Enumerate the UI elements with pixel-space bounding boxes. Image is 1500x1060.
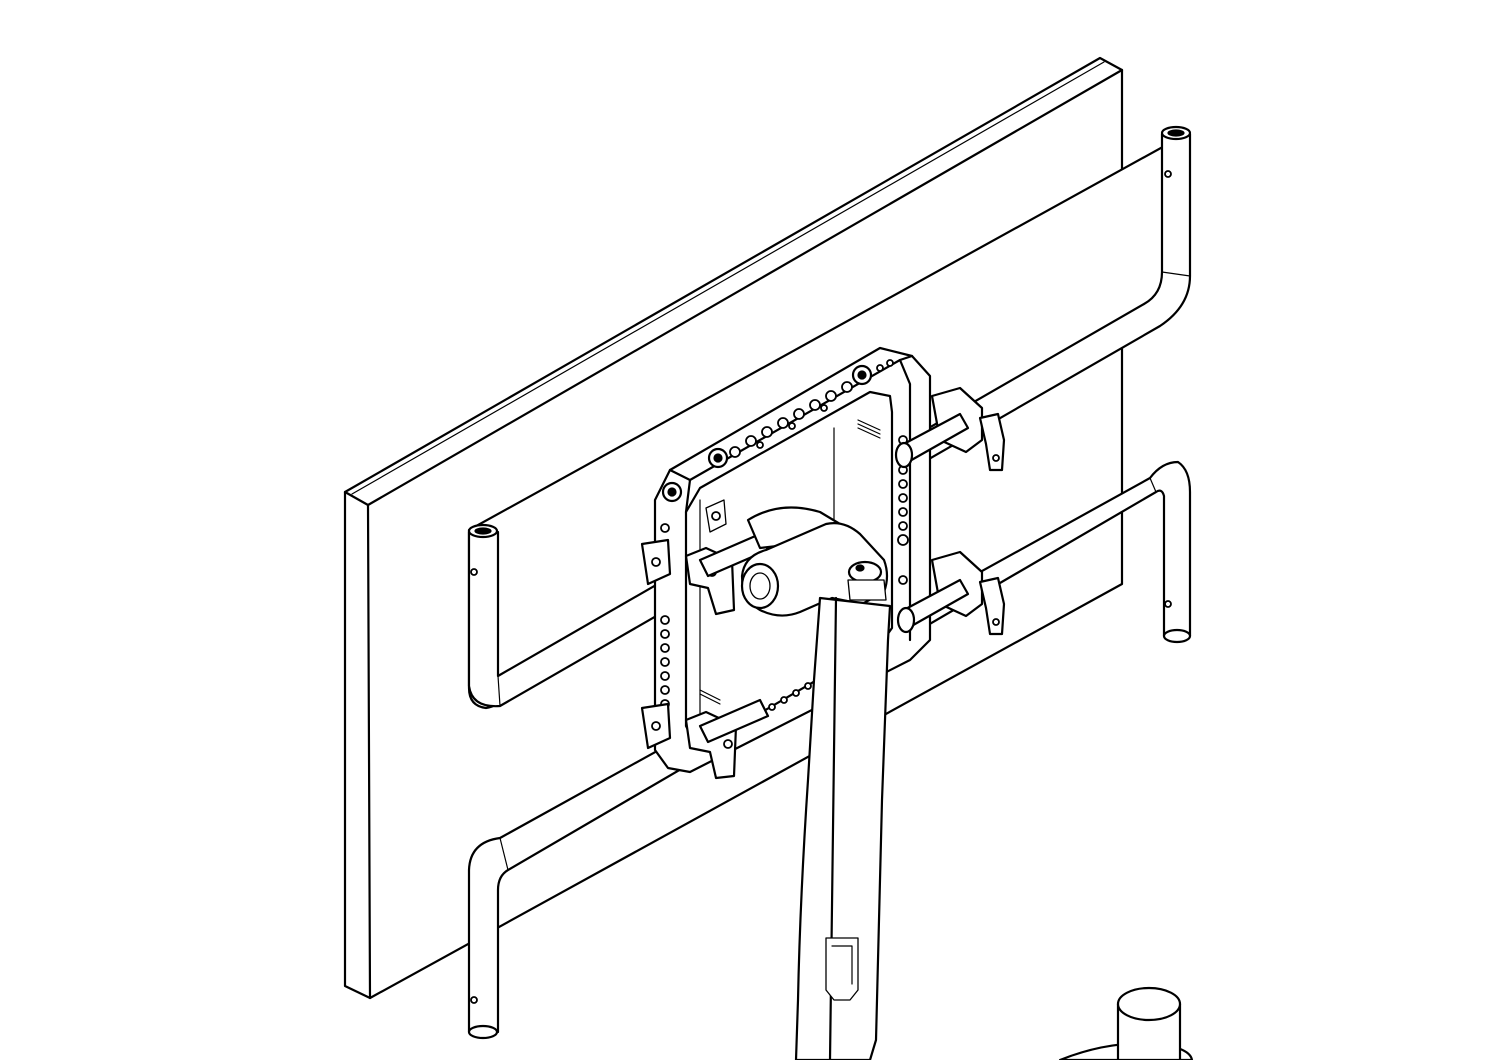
clamp-lower-left [640,698,770,780]
top-bar-holes [729,359,894,458]
top-thumb-screws [661,364,873,503]
clamp-upper-left [640,532,770,616]
base-post [1058,986,1194,1060]
swivel-head [740,506,889,617]
rod-clamps [640,386,1006,780]
right-bar-holes [897,435,909,585]
clamp-lower-right [896,550,1006,636]
clamp-upper-right [894,386,1006,472]
lower-tube-rail [467,460,1192,1040]
support-arm [794,596,892,1060]
hatch-marks [699,419,881,705]
